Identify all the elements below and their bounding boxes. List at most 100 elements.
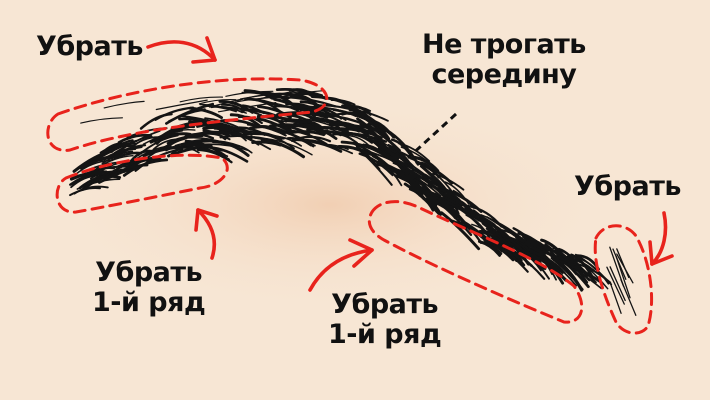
eyebrow-hair <box>340 111 367 120</box>
stray-hair <box>606 266 625 305</box>
eyebrow-hair <box>279 123 326 136</box>
label-bottom-left: Убрать 1-й ряд <box>92 257 206 319</box>
eyebrow-hair <box>463 208 496 227</box>
eyebrow-hair <box>243 89 274 100</box>
eyebrow-hair <box>73 159 114 177</box>
eyebrow-hair <box>117 133 152 144</box>
eyebrow-hair <box>292 122 338 140</box>
eyebrow-hair <box>227 144 253 154</box>
eyebrow-hair <box>558 259 602 283</box>
eyebrow-hair <box>355 145 381 171</box>
stray-hair <box>279 90 324 98</box>
eyebrow-hair <box>196 123 236 131</box>
stray-hair <box>256 90 297 100</box>
stray-hair <box>103 100 145 109</box>
label-middle: Не трогать середину <box>422 29 586 91</box>
eyebrow-hair <box>184 139 226 157</box>
eyebrow-hair <box>163 131 208 150</box>
eyebrow-hair <box>254 131 283 141</box>
zone-lower-first-row <box>367 200 584 324</box>
arrow-right <box>648 211 674 266</box>
eyebrow-hair <box>368 136 404 159</box>
label-bottom-center-line-2: 1-й ряд <box>328 319 442 351</box>
stray-hair <box>198 98 237 105</box>
arrows <box>146 36 674 292</box>
eyebrow-hair <box>354 143 384 163</box>
label-bottom-center: Убрать 1-й ряд <box>328 289 442 351</box>
eyebrow-hair <box>362 143 391 161</box>
eyebrow-hair <box>204 117 247 132</box>
eyebrow-hair <box>452 189 475 209</box>
stray-hair <box>616 248 630 279</box>
eyebrow-hair <box>213 127 253 139</box>
eyebrow-hair <box>129 149 153 163</box>
stray-hair <box>615 255 631 299</box>
eyebrow-hair <box>289 130 326 137</box>
eyebrow-hair <box>80 153 120 171</box>
eyebrow-hair <box>358 152 394 177</box>
removal-zones <box>46 77 654 335</box>
eyebrow-hairs <box>69 88 637 316</box>
eyebrow-hair <box>130 136 161 150</box>
eyebrow-hair <box>322 126 353 140</box>
label-bottom-left-line-1: Убрать <box>95 257 203 288</box>
eyebrow-hair <box>224 132 260 146</box>
eyebrow-hair <box>172 145 200 154</box>
eyebrow-hair <box>275 88 324 97</box>
eyebrow-hair <box>105 159 141 177</box>
eyebrow-hair <box>170 142 195 156</box>
eyebrow-hair <box>220 103 245 113</box>
stray-hair <box>620 278 637 316</box>
stray-hair <box>80 117 123 124</box>
eyebrow-hair <box>388 155 429 180</box>
label-middle-line-1: Не трогать <box>422 29 586 60</box>
eyebrow-hair <box>366 137 400 161</box>
zone-top-stray-hairs <box>46 77 329 152</box>
eyebrow-hair <box>397 170 435 211</box>
eyebrow-hair <box>252 136 292 150</box>
eyebrow-hair <box>265 137 313 156</box>
eyebrow-hair <box>469 212 503 245</box>
eyebrow-hair <box>325 113 369 127</box>
eyebrow-hair <box>308 105 357 118</box>
stray-hair <box>609 266 626 302</box>
eyebrow-hair <box>382 154 415 180</box>
arrow-bottom-left <box>194 208 219 260</box>
eyebrow-hair <box>529 250 561 270</box>
eyebrow-hair <box>428 199 458 220</box>
eyebrow-hair <box>182 136 226 144</box>
eyebrow-hair <box>69 170 108 181</box>
eyebrow-hair <box>91 174 122 184</box>
label-top-left: Убрать <box>36 31 143 62</box>
eyebrow-hair <box>419 161 440 179</box>
label-bottom-left-line-2: 1-й ряд <box>92 287 206 319</box>
label-right: Убрать <box>574 171 681 202</box>
eyebrow-hair <box>167 108 206 123</box>
eyebrow-hair <box>477 240 502 257</box>
eyebrow-hair <box>554 248 575 269</box>
eyebrow-hair <box>442 196 460 215</box>
stray-hair <box>239 93 291 100</box>
stray-hair <box>155 99 208 111</box>
eyebrow-hair <box>366 123 401 152</box>
arrow-bottom-center <box>308 238 374 292</box>
eyebrow-hair <box>244 97 279 107</box>
eyebrow-hair <box>403 182 441 215</box>
eyebrow-hair <box>351 108 387 133</box>
eyebrow-hair <box>459 221 483 236</box>
eyebrow-hair <box>122 158 169 177</box>
eyebrow-hair <box>152 138 180 151</box>
eyebrow-hair <box>574 253 613 286</box>
label-middle-line-2: середину <box>431 59 577 91</box>
stray-hair <box>217 102 277 113</box>
eyebrow-hair <box>155 129 184 145</box>
eyebrow-hair <box>345 134 370 146</box>
zone-tail-stray-hairs <box>593 224 654 335</box>
zone-inner-first-row <box>55 153 229 214</box>
eyebrow-hair <box>139 112 173 130</box>
label-top-left-text: Убрать <box>36 31 143 62</box>
eyebrow-hair <box>528 243 556 261</box>
eyebrow-hair <box>483 239 515 262</box>
eyebrow-hair <box>111 142 137 150</box>
